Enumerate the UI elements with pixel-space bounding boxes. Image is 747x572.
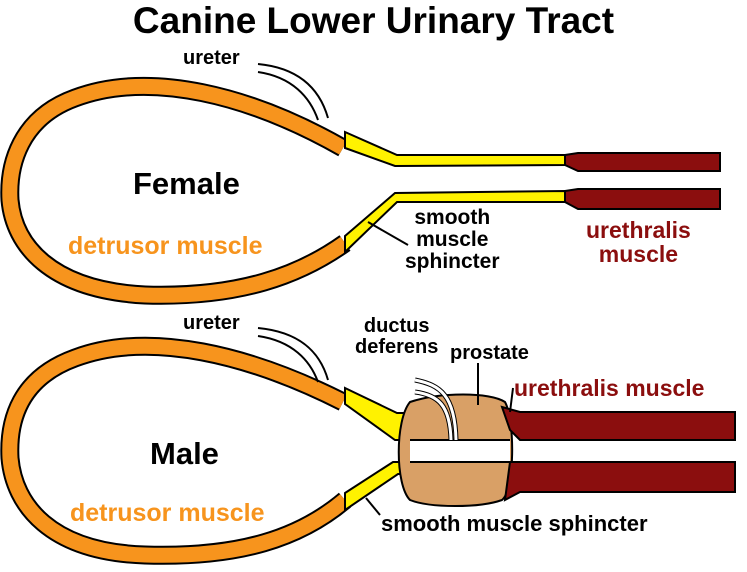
female-sphincter-line-3: sphincter	[405, 250, 500, 274]
female-ureter-line-2	[257, 71, 319, 121]
female-urethralis-line-1: urethralis	[586, 217, 691, 243]
male-detrusor-label: detrusor muscle	[70, 499, 265, 527]
female-ureter-label: ureter	[183, 47, 240, 69]
ductus-deferens-label: ductus deferens	[355, 316, 438, 358]
female-ureter-line-1	[257, 63, 329, 119]
female-detrusor-label: detrusor muscle	[68, 232, 263, 260]
female-sphincter-label: smooth muscle sphincter	[405, 206, 500, 274]
female-sphincter-line-1: smooth	[414, 206, 491, 229]
male-sex-label: Male	[150, 436, 219, 471]
male-detrusor-fill	[2, 338, 350, 563]
male-ureter-line-1	[257, 327, 329, 381]
male-urethralis-lower	[503, 461, 736, 502]
male-urethralis-upper	[500, 405, 736, 441]
female-sphincter-line-2: muscle	[416, 228, 489, 252]
ductus-deferens-1-fill	[414, 378, 458, 441]
diagram-title: Canine Lower Urinary Tract	[132, 0, 615, 41]
male-urethralis-label: urethralis muscle	[514, 375, 705, 401]
urethralis-leader	[509, 387, 514, 413]
female-smooth-sphincter-upper	[344, 130, 566, 168]
female-urethralis-upper	[564, 152, 721, 172]
male-sphincter-leader	[365, 497, 381, 516]
female-sphincter-leader	[367, 221, 409, 246]
female-sex-label: Female	[133, 166, 240, 201]
male-ureter-label: ureter	[183, 312, 240, 334]
ductus-deferens-2-fill	[414, 390, 453, 441]
male-sphincter-label: smooth muscle sphincter	[381, 511, 648, 536]
female-urethralis-line-2: muscle	[598, 241, 679, 268]
female-urethralis-lower	[564, 188, 721, 210]
ductus-line-1: ductus	[363, 315, 430, 337]
prostate-label: prostate	[450, 342, 529, 364]
ductus-line-2: deferens	[355, 336, 439, 358]
female-urethralis-label: urethralis muscle	[586, 218, 691, 266]
male-urethra-edges	[410, 439, 510, 463]
male-ureter-line-2	[257, 335, 319, 383]
male-prostatic-urethra	[410, 440, 510, 462]
female-detrusor-fill	[2, 78, 350, 303]
